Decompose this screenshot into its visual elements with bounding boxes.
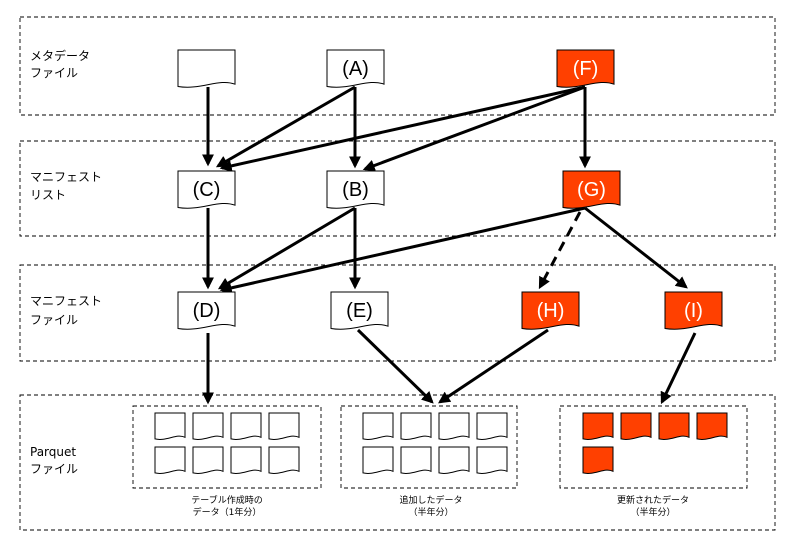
node-F-shape xyxy=(556,49,615,88)
metadata-lane-label-2: ファイル xyxy=(30,66,78,80)
parquet-lane xyxy=(19,394,776,531)
node-C-shape xyxy=(177,170,236,209)
node-D: (D) xyxy=(177,291,236,330)
edge-A-to-C xyxy=(215,85,356,168)
node-B: (B) xyxy=(326,170,385,209)
node-G: (G) xyxy=(562,170,621,209)
initial-data-file xyxy=(268,446,300,474)
node-B-label: (B) xyxy=(342,179,369,201)
edge-I-to-updated-data xyxy=(660,332,697,405)
appended-data-file xyxy=(400,446,432,474)
appended-data-file xyxy=(476,446,508,474)
updated-data-file xyxy=(620,412,652,440)
node-H: (H) xyxy=(521,291,580,330)
edge-F-to-B xyxy=(362,85,586,172)
node-D-shape xyxy=(177,291,236,330)
manifest-file-lane-label-1: マニフェスト xyxy=(30,294,102,308)
node-H-label: (H) xyxy=(537,300,565,322)
appended-data-file xyxy=(438,446,470,474)
node-G-shape xyxy=(562,170,621,209)
node-E-shape xyxy=(330,291,389,330)
initial-data-file xyxy=(154,446,186,474)
node-F: (F) xyxy=(556,49,615,88)
nodes: (A) (F) (C) (B) (G) (D) (E) (H) (I) xyxy=(177,49,723,330)
node-E-label: (E) xyxy=(346,300,373,322)
updated-data-file xyxy=(696,412,728,440)
node-H-shape xyxy=(521,291,580,330)
initial-data-group xyxy=(132,405,322,489)
appended-data-file xyxy=(362,446,394,474)
updated-data-file xyxy=(582,412,614,440)
node-C: (C) xyxy=(177,170,236,209)
node-A-shape xyxy=(326,49,385,88)
edge-E-to-appended-data xyxy=(356,328,434,404)
updated-data-caption-1: 更新されたデータ xyxy=(617,494,689,506)
initial-data-file xyxy=(192,446,224,474)
manifest-file-lane xyxy=(19,264,776,362)
manifest-list-lane-label-1: マニフェスト xyxy=(30,170,102,184)
appended-data-caption-2: （半年分） xyxy=(408,506,453,518)
updated-data-file xyxy=(582,446,614,474)
parquet-files xyxy=(154,412,728,474)
appended-data-caption-1: 追加したデータ xyxy=(399,494,462,506)
edge-H-to-appended-data xyxy=(438,328,549,404)
manifest-file-lane-label-2: ファイル xyxy=(30,313,78,327)
parquet-lane-label-2: ファイル xyxy=(30,462,78,476)
appended-data-group xyxy=(340,405,518,489)
metadata-lane-label-1: メタデータ xyxy=(30,48,90,63)
node-E: (E) xyxy=(330,291,389,330)
node-meta_initial xyxy=(177,49,236,88)
initial-data-file xyxy=(230,412,262,440)
node-C-label: (C) xyxy=(193,179,221,201)
metadata-lane xyxy=(19,16,776,116)
initial-data-file xyxy=(154,412,186,440)
node-I: (I) xyxy=(664,291,723,330)
initial-data-file xyxy=(192,412,224,440)
node-A: (A) xyxy=(326,49,385,88)
updated-data-caption-2: （半年分） xyxy=(630,506,675,518)
parquet-lane-label-1: Parquet xyxy=(30,445,76,459)
node-I-label: (I) xyxy=(684,300,703,322)
node-F-label: (F) xyxy=(573,58,599,80)
appended-data-file xyxy=(400,412,432,440)
initial-data-file xyxy=(268,412,300,440)
updated-data-group xyxy=(559,405,748,489)
initial-data-caption-1: テーブル作成時の xyxy=(191,494,262,506)
manifest-list-lane xyxy=(19,140,776,237)
manifest-list-lane-label-2: リスト xyxy=(30,188,66,202)
node-D-label: (D) xyxy=(193,300,221,322)
initial-data-caption-2: データ（1年分） xyxy=(193,506,262,518)
node-G-label: (G) xyxy=(577,179,606,201)
appended-data-file xyxy=(438,412,470,440)
node-B-shape xyxy=(326,170,385,209)
edge-G-to-I xyxy=(584,206,688,289)
edge-F-to-C xyxy=(219,85,586,172)
updated-data-file xyxy=(658,412,690,440)
edges xyxy=(202,85,697,405)
initial-data-file xyxy=(230,446,262,474)
node-I-shape xyxy=(664,291,723,330)
appended-data-file xyxy=(476,412,508,440)
edge-G-to-D xyxy=(219,206,586,294)
node-A-label: (A) xyxy=(342,58,369,80)
edge-G-to-H-dashed xyxy=(538,211,582,290)
appended-data-file xyxy=(362,412,394,440)
edge-B-to-D xyxy=(217,206,356,290)
node-meta_initial-shape xyxy=(177,49,236,88)
